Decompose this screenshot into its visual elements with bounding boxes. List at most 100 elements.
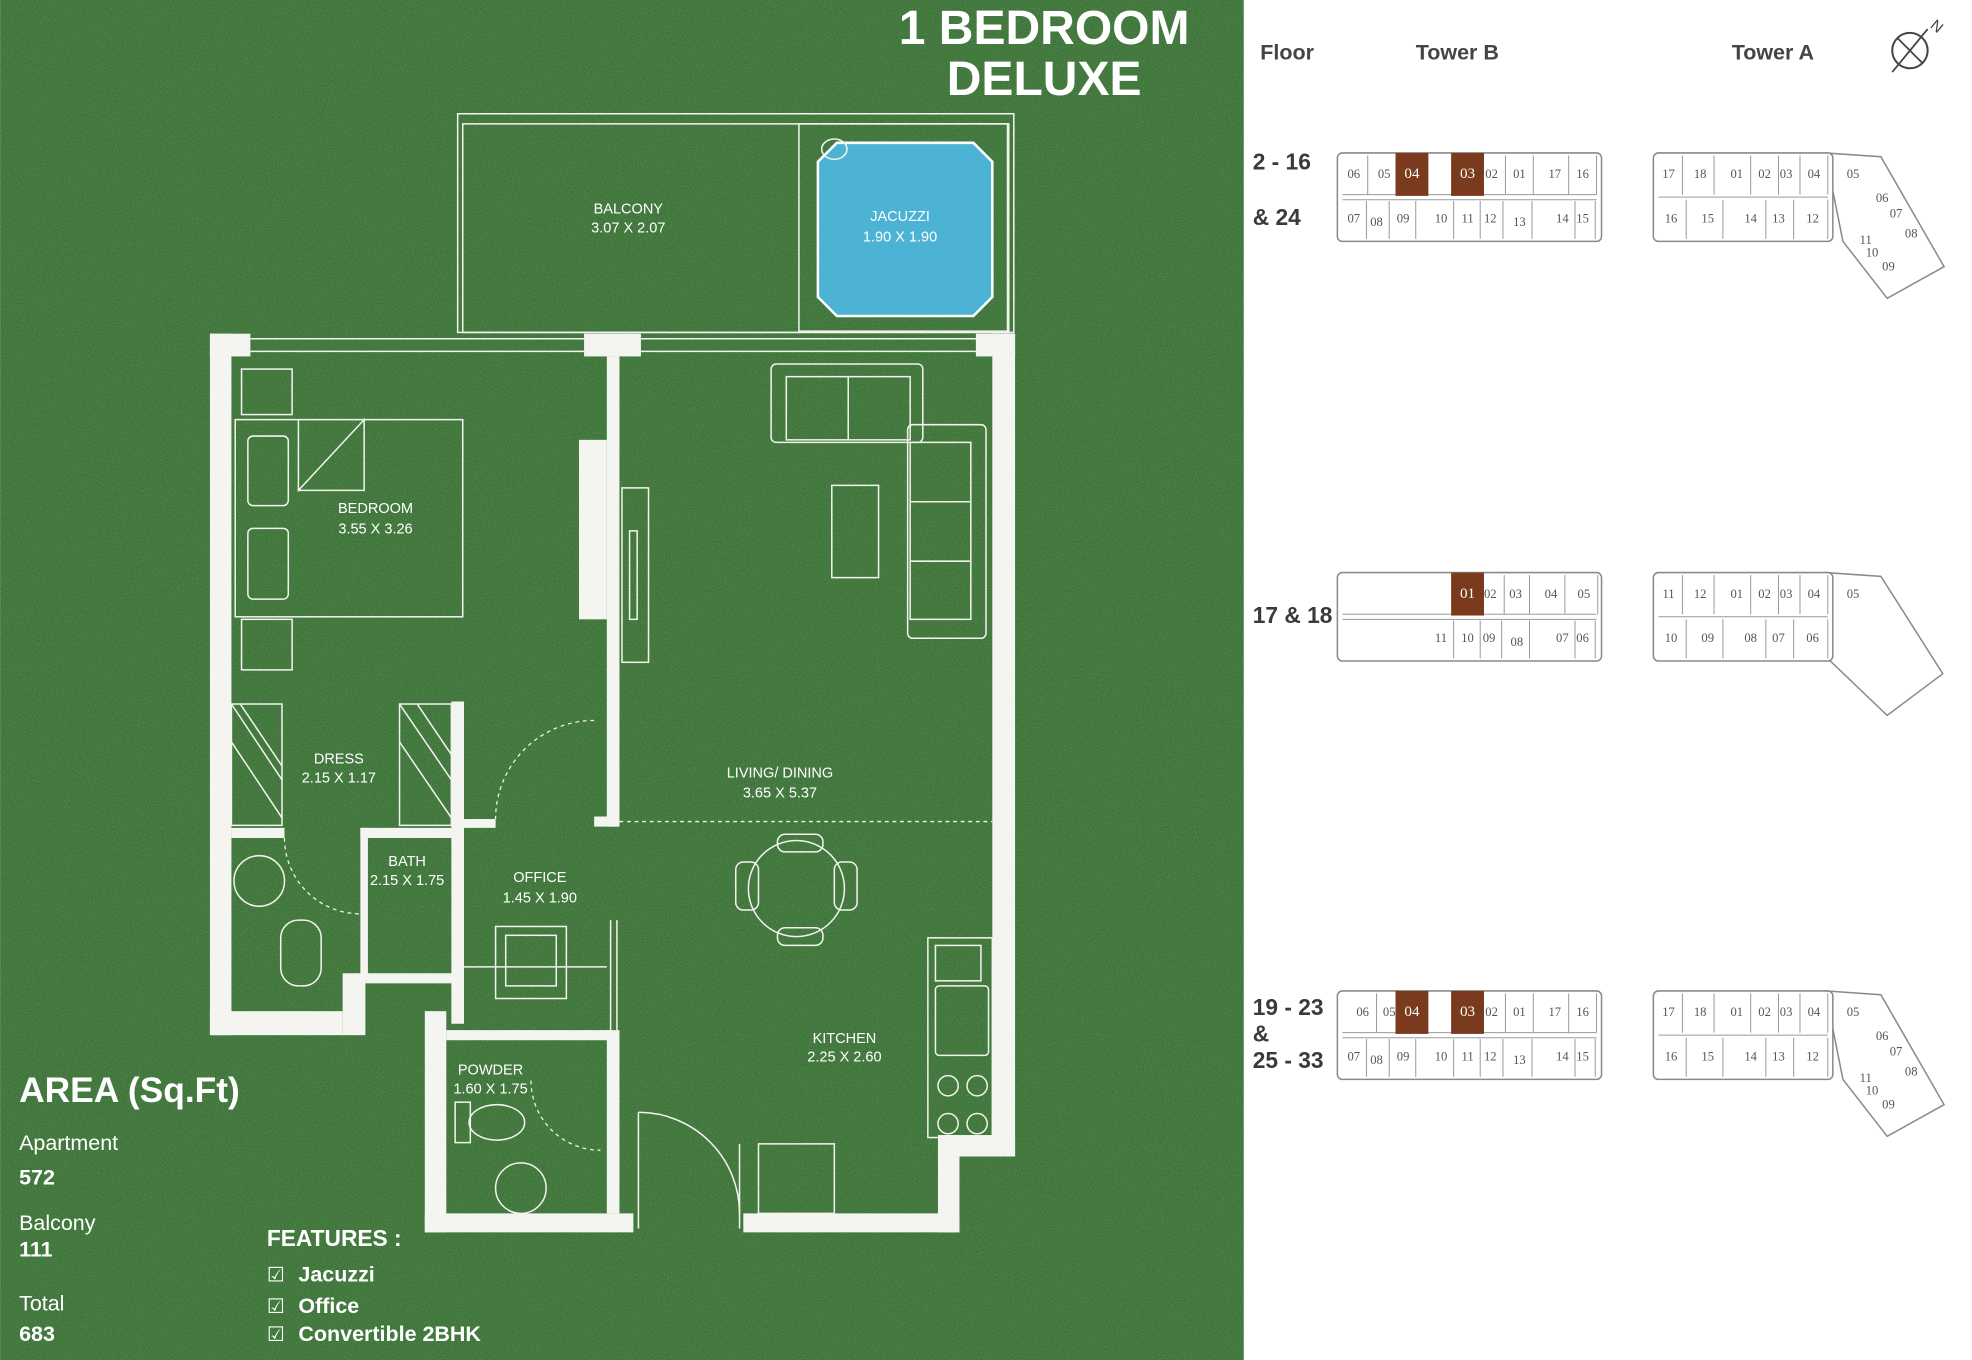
powder-name: POWDER [458, 1062, 523, 1078]
unit-label[interactable]: 03 [1460, 165, 1475, 182]
unit-label: 03 [1780, 167, 1793, 181]
area-title: AREA (Sq.Ft) [19, 1071, 240, 1110]
bed [234, 418, 464, 618]
area-section: AREA (Sq.Ft) Apartment 572 Balcony 111 T… [19, 1071, 240, 1346]
powder-toilet [468, 1103, 526, 1141]
features-section: FEATURES : ☑ Jacuzzi ☑ Office ☑ Converti… [267, 1225, 482, 1346]
living-size: 3.65 X 5.37 [743, 786, 817, 802]
unit-label: 06 [1876, 1029, 1889, 1043]
coffee-table [831, 484, 880, 579]
unit-label: 12 [1484, 1049, 1497, 1063]
bath-toilet [279, 919, 322, 987]
unit-label: 02 [1484, 587, 1497, 601]
unit-label: 05 [1378, 167, 1391, 181]
unit-label: 09 [1882, 1097, 1895, 1111]
grass-texture [0, 0, 1244, 1360]
feature-item: Jacuzzi [298, 1263, 374, 1287]
area-balcony-label: Balcony [19, 1211, 96, 1235]
unit-label: 01 [1513, 167, 1526, 181]
unit-label: 12 [1694, 587, 1707, 601]
selected-unit-highlight [1451, 990, 1484, 1034]
unit-label: 02 [1485, 167, 1498, 181]
unit-label: 03 [1509, 587, 1522, 601]
unit-label[interactable]: 04 [1404, 1003, 1420, 1020]
unit-label: 07 [1890, 1044, 1903, 1058]
floor-range-label: 19 - 23 [1253, 994, 1324, 1020]
unit-label: 07 [1347, 1049, 1360, 1063]
unit-label: 02 [1485, 1005, 1498, 1019]
unit-label: 04 [1808, 587, 1821, 601]
unit-label[interactable]: 04 [1404, 165, 1420, 182]
unit-label: 06 [1356, 1005, 1369, 1019]
dress-size: 2.15 X 1.17 [302, 770, 376, 786]
area-total-value: 683 [19, 1322, 55, 1346]
check-icon: ☑ [267, 1324, 285, 1346]
unit-label: 08 [1511, 635, 1524, 649]
unit-label: 15 [1576, 211, 1589, 225]
unit-label: 10 [1866, 246, 1879, 260]
nightstand [240, 618, 293, 671]
unit-label: 04 [1808, 1005, 1821, 1019]
bedroom-size: 3.55 X 3.26 [338, 521, 412, 537]
unit-label: 01 [1513, 1005, 1526, 1019]
furniture [230, 363, 994, 1229]
unit-title-line1: 1 BEDROOM [899, 2, 1190, 55]
features-title: FEATURES : [267, 1225, 402, 1251]
unit-label: 06 [1806, 631, 1819, 645]
unit-label: 18 [1694, 1005, 1707, 1019]
floor-header: Floor [1260, 40, 1314, 64]
unit-label: 11 [1435, 631, 1447, 645]
unit-label: 11 [1860, 1071, 1872, 1085]
unit-label: 09 [1882, 259, 1895, 273]
floor-range-label: & 24 [1253, 204, 1301, 230]
unit-title-line2: DELUXE [947, 53, 1142, 106]
unit-label: 14 [1744, 211, 1757, 225]
unit-label: 16 [1576, 1005, 1589, 1019]
unit-label: 15 [1701, 211, 1714, 225]
unit-label: 17 [1662, 167, 1675, 181]
powder-sink [494, 1162, 547, 1215]
bath-sink [233, 854, 286, 908]
floor-range-label: 25 - 33 [1253, 1047, 1324, 1073]
unit-label: 15 [1701, 1049, 1714, 1063]
unit-label: 02 [1758, 1005, 1771, 1019]
unit-label: 05 [1847, 1005, 1860, 1019]
unit-label: 03 [1780, 1005, 1793, 1019]
unit-label: 16 [1665, 1049, 1678, 1063]
tv-console [621, 487, 650, 664]
selected-unit-highlight [1395, 152, 1429, 196]
living-name: LIVING/ DINING [727, 765, 833, 781]
kitchen-size: 2.25 X 2.60 [807, 1050, 881, 1066]
unit-label: 01 [1730, 1005, 1743, 1019]
floor-range-label: & [1253, 1020, 1269, 1046]
unit-label: 18 [1694, 167, 1707, 181]
unit-label: 14 [1556, 211, 1569, 225]
unit-label: 08 [1744, 631, 1757, 645]
unit-label: 14 [1556, 1049, 1569, 1063]
unit-label: 05 [1847, 587, 1860, 601]
office-size: 1.45 X 1.90 [503, 890, 577, 906]
floor-range-label: 17 & 18 [1253, 602, 1333, 628]
balcony-name: BALCONY [594, 202, 664, 218]
unit-label: 11 [1860, 233, 1872, 247]
unit-label: 16 [1665, 211, 1678, 225]
unit-label: 05 [1383, 1005, 1396, 1019]
powder-size: 1.60 X 1.75 [453, 1081, 527, 1097]
unit-label: 13 [1772, 1049, 1785, 1063]
jacuzzi-tub [816, 141, 994, 318]
unit-label: 15 [1576, 1049, 1589, 1063]
unit-label: 06 [1876, 191, 1889, 205]
unit-label[interactable]: 01 [1460, 585, 1475, 602]
unit-label: 02 [1758, 167, 1771, 181]
area-apartment-label: Apartment [19, 1131, 118, 1155]
unit-label: 16 [1576, 167, 1589, 181]
unit-label[interactable]: 03 [1460, 1003, 1475, 1020]
unit-label: 08 [1905, 1065, 1918, 1079]
unit-label: 06 [1576, 631, 1589, 645]
kitchen-name: KITCHEN [813, 1031, 877, 1047]
